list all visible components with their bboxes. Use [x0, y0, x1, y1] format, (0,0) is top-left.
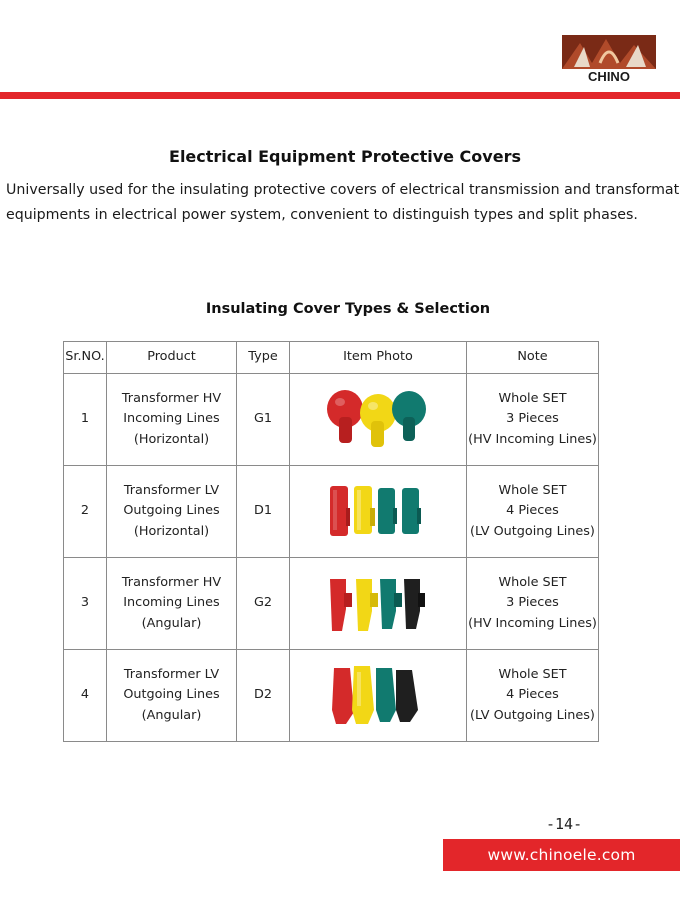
website-link[interactable]: www.chinoele.com: [487, 846, 636, 864]
table-row: 3 Transformer HV Incoming Lines (Angular…: [63, 557, 599, 650]
intro-line-2: equipments in electrical power system, c…: [6, 207, 638, 223]
note-line: (HV Incoming Lines): [468, 431, 597, 447]
product-line: Transformer LV: [123, 666, 220, 682]
cell-note: Whole SET 3 Pieces (HV Incoming Lines): [466, 373, 599, 466]
note-line: 4 Pieces: [506, 687, 559, 703]
intro-paragraph: Universally used for the insulating prot…: [6, 178, 680, 228]
intro-line-1: Universally used for the insulating prot…: [6, 182, 680, 198]
cell-note: Whole SET 4 Pieces (LV Outgoing Lines): [466, 649, 599, 742]
note-line: (HV Incoming Lines): [468, 615, 597, 631]
cell-sr: 1: [63, 373, 107, 466]
header-product: Product: [106, 341, 237, 374]
round-covers-photo: [327, 389, 426, 447]
cell-sr: 4: [63, 649, 107, 742]
product-line: Incoming Lines: [123, 411, 220, 427]
note-line: Whole SET: [498, 482, 567, 498]
product-line: (Angular): [141, 615, 202, 631]
note-line: Whole SET: [498, 574, 567, 590]
cell-type: D1: [236, 465, 290, 558]
table-row: 1 Transformer HV Incoming Lines (Horizon…: [63, 373, 599, 466]
chino-logo: CHINO: [560, 33, 658, 85]
note-line: Whole SET: [498, 666, 567, 682]
note-line: 3 Pieces: [506, 595, 559, 611]
cell-sr: 3: [63, 557, 107, 650]
page-title: Electrical Equipment Protective Covers: [169, 147, 521, 166]
cell-product: Transformer HV Incoming Lines (Horizonta…: [106, 373, 237, 466]
table-caption: Insulating Cover Types & Selection: [205, 301, 491, 317]
note-line: 3 Pieces: [506, 411, 559, 427]
note-line: Whole SET: [498, 390, 567, 406]
cell-product: Transformer HV Incoming Lines (Angular): [106, 557, 237, 650]
website-banner[interactable]: www.chinoele.com: [443, 839, 680, 871]
cell-type: G2: [236, 557, 290, 650]
note-line: 4 Pieces: [506, 503, 559, 519]
product-line: Outgoing Lines: [123, 503, 220, 519]
note-line: (LV Outgoing Lines): [470, 707, 595, 723]
boot-covers-photo: [330, 485, 421, 536]
table-row: 2 Transformer LV Outgoing Lines (Horizon…: [63, 465, 599, 558]
cell-sr: 2: [63, 465, 107, 558]
header-type: Type: [236, 341, 290, 374]
cell-product: Transformer LV Outgoing Lines (Angular): [106, 649, 237, 742]
cell-type: D2: [236, 649, 290, 742]
header-rule: [0, 92, 680, 99]
product-line: Transformer HV: [121, 390, 222, 406]
product-line: (Horizontal): [133, 523, 210, 539]
cell-photo: [289, 649, 467, 742]
cell-type: G1: [236, 373, 290, 466]
cell-photo: [289, 465, 467, 558]
product-line: Incoming Lines: [123, 595, 220, 611]
cell-product: Transformer LV Outgoing Lines (Horizonta…: [106, 465, 237, 558]
slanted-covers-photo: [332, 665, 418, 724]
product-line: (Horizontal): [133, 431, 210, 447]
header-photo: Item Photo: [289, 341, 467, 374]
cell-note: Whole SET 4 Pieces (LV Outgoing Lines): [466, 465, 599, 558]
selection-table: Sr.NO. Product Type Item Photo Note 1 Tr…: [63, 341, 599, 742]
product-line: Transformer LV: [123, 482, 220, 498]
header-note: Note: [466, 341, 599, 374]
note-line: (LV Outgoing Lines): [470, 523, 595, 539]
table-header-row: Sr.NO. Product Type Item Photo Note: [63, 341, 599, 374]
logo-text: CHINO: [588, 69, 630, 84]
product-line: Transformer HV: [121, 574, 222, 590]
cell-note: Whole SET 3 Pieces (HV Incoming Lines): [466, 557, 599, 650]
product-line: Outgoing Lines: [123, 687, 220, 703]
product-line: (Angular): [141, 707, 202, 723]
angular-covers-photo: [330, 578, 425, 631]
table-row: 4 Transformer LV Outgoing Lines (Angular…: [63, 649, 599, 742]
cell-photo: [289, 373, 467, 466]
cell-photo: [289, 557, 467, 650]
header-sr: Sr.NO.: [63, 341, 107, 374]
page-number: -14-: [546, 815, 583, 833]
